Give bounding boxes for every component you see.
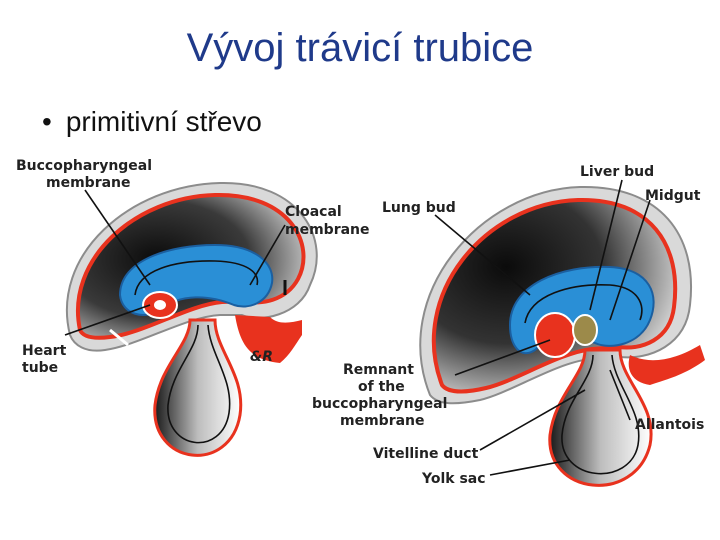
embryo-diagram-svg: Buccopharyngeal membrane Cloacal membran… xyxy=(10,145,710,512)
label-remnant-line2: of the xyxy=(358,379,405,395)
label-heart-tube: Heart tube xyxy=(22,343,71,376)
label-heart-tube-line2: tube xyxy=(22,360,58,376)
label-buccopharyngeal-line1: Buccopharyngeal xyxy=(16,158,152,174)
label-remnant-line4: membrane xyxy=(340,413,425,429)
liver-bud-shape xyxy=(573,315,597,345)
label-vitelline-duct: Vitelline duct xyxy=(373,446,479,462)
bullet-dot-icon: • xyxy=(42,106,52,137)
label-cloacal-line2: membrane xyxy=(285,222,370,238)
label-midgut: Midgut xyxy=(645,188,701,204)
label-yolk-sac: Yolk sac xyxy=(421,471,486,487)
slide-title: Vývoj trávicí trubice xyxy=(0,26,720,71)
heart-lumen xyxy=(154,300,166,310)
heart-right xyxy=(535,313,575,357)
label-lung-bud: Lung bud xyxy=(382,200,456,216)
label-buccopharyngeal: Buccopharyngeal membrane xyxy=(16,158,157,191)
bullet-text: primitivní střevo xyxy=(66,106,262,137)
embryo-diagram: Buccopharyngeal membrane Cloacal membran… xyxy=(10,145,710,512)
label-buccopharyngeal-line2: membrane xyxy=(46,175,131,191)
early-embryo xyxy=(67,183,317,455)
label-allantois: Allantois xyxy=(635,417,704,433)
label-heart-tube-line1: Heart xyxy=(22,343,67,359)
later-embryo xyxy=(420,187,705,485)
label-remnant-line3: buccopharyngeal xyxy=(312,396,447,412)
bullet-item: • primitivní střevo xyxy=(42,106,262,138)
label-remnant-line1: Remnant xyxy=(343,362,414,378)
label-signature: &R xyxy=(250,349,273,365)
label-liver-bud: Liver bud xyxy=(580,164,654,180)
label-cloacal-line1: Cloacal xyxy=(285,204,342,220)
